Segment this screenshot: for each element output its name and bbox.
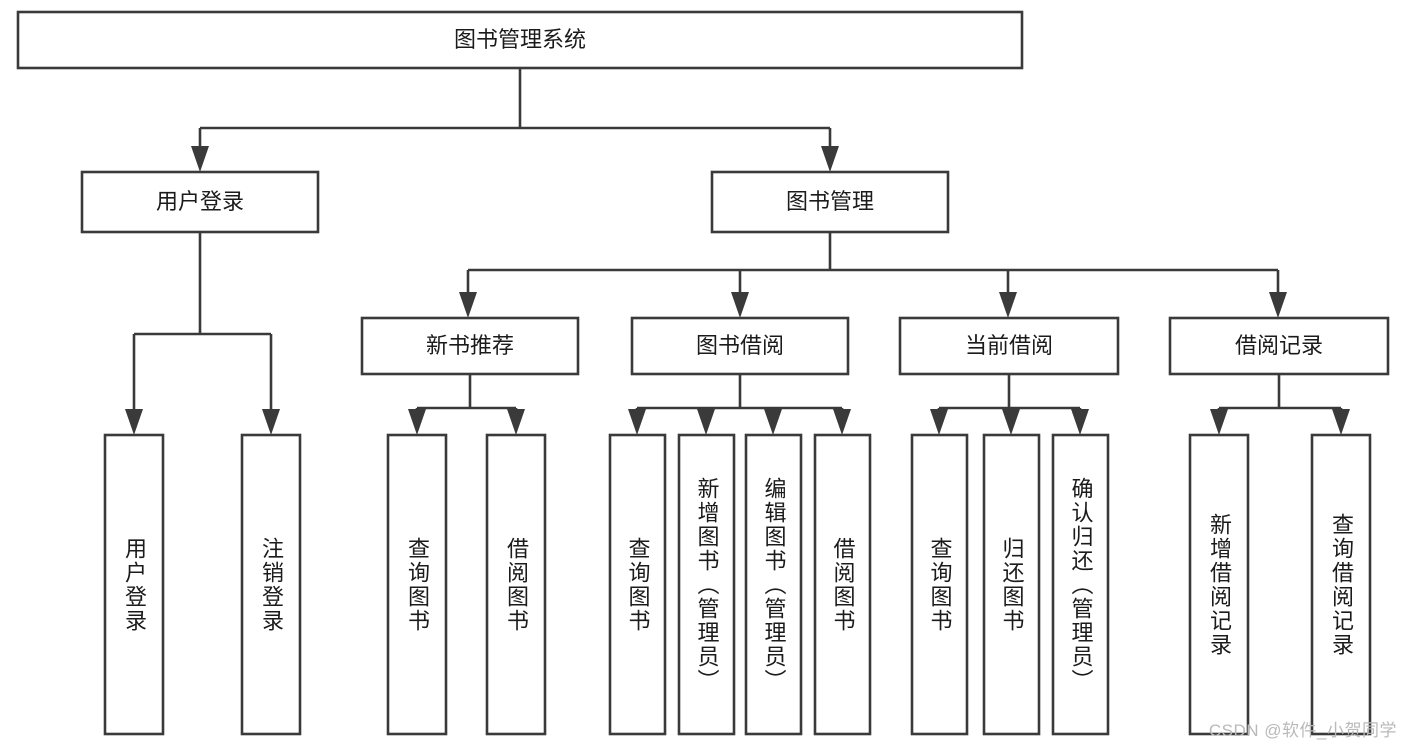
arrow-head-icon — [1269, 292, 1287, 318]
node-box-leaf-record-add[interactable] — [1188, 433, 1250, 736]
node-box-leaf-borrow-edit-book[interactable] — [744, 433, 803, 736]
node-box-book-manage[interactable] — [710, 170, 950, 234]
arrow-head-icon — [507, 409, 525, 435]
arrow-head-icon — [930, 409, 948, 435]
arrow-head-icon — [1210, 409, 1228, 435]
node-box-leaf-current-confirm-return[interactable] — [1051, 433, 1110, 736]
node-box-layer — [16, 10, 1390, 736]
arrow-head-icon — [459, 292, 477, 318]
arrow-head-icon — [764, 409, 782, 435]
connector-layer — [125, 68, 1350, 435]
arrow-head-icon — [408, 409, 426, 435]
node-label-new-book-recommend: 新书推荐 — [426, 333, 514, 358]
arrow-head-icon — [125, 409, 143, 435]
node-box-leaf-borrow-borrow-book[interactable] — [813, 433, 872, 736]
arrow-head-icon — [262, 409, 280, 435]
node-box-leaf-current-return-book[interactable] — [982, 433, 1041, 736]
node-box-current-borrow[interactable] — [898, 316, 1120, 376]
arrow-head-icon — [697, 409, 715, 435]
watermark-text: CSDN @软件_小贺同学 — [1208, 721, 1397, 740]
node-box-leaf-borrow-query-book[interactable] — [608, 433, 667, 736]
node-box-leaf-user-logout[interactable] — [240, 433, 302, 736]
arrow-head-icon — [1071, 409, 1089, 435]
node-box-leaf-borrow-add-book[interactable] — [677, 433, 736, 736]
arrow-head-icon — [821, 146, 839, 172]
node-label-book-borrow: 图书借阅 — [696, 333, 784, 358]
node-label-root: 图书管理系统 — [454, 27, 586, 52]
arrow-head-icon — [1002, 409, 1020, 435]
node-box-root[interactable] — [16, 10, 1024, 70]
node-box-user-login[interactable] — [80, 170, 320, 234]
node-box-leaf-current-query-book[interactable] — [910, 433, 969, 736]
node-label-user-login: 用户登录 — [156, 189, 244, 214]
node-label-borrow-record: 借阅记录 — [1235, 333, 1323, 358]
node-box-leaf-record-query[interactable] — [1310, 433, 1372, 736]
arrow-head-icon — [628, 409, 646, 435]
arrow-head-icon — [1332, 409, 1350, 435]
node-box-leaf-recommend-query-book[interactable] — [386, 433, 448, 736]
node-label-current-borrow: 当前借阅 — [965, 333, 1053, 358]
node-box-new-book-recommend[interactable] — [360, 316, 580, 376]
node-box-leaf-recommend-borrow-book[interactable] — [485, 433, 547, 736]
arrow-head-icon — [999, 292, 1017, 318]
node-box-book-borrow[interactable] — [630, 316, 850, 376]
arrow-head-icon — [833, 409, 851, 435]
node-label-book-manage: 图书管理 — [786, 189, 874, 214]
node-box-leaf-user-login[interactable] — [103, 433, 165, 736]
arrow-head-icon — [731, 292, 749, 318]
arrow-head-icon — [191, 146, 209, 172]
node-box-borrow-record[interactable] — [1168, 316, 1390, 376]
